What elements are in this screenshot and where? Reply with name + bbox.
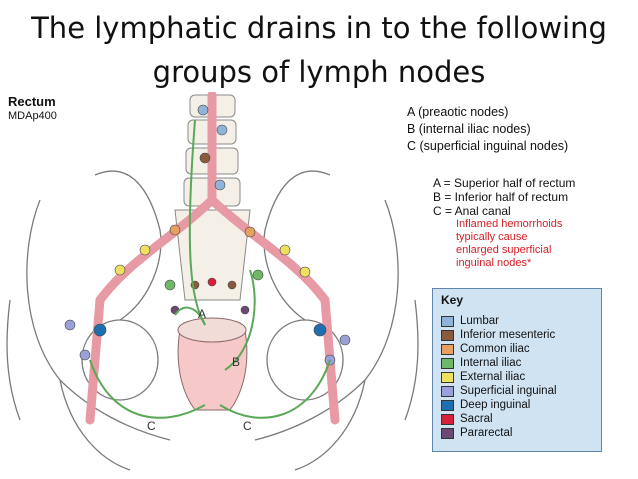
- key-label: Superficial inguinal: [460, 385, 557, 397]
- key-swatch: [441, 371, 454, 383]
- key-label: Lumbar: [460, 315, 499, 327]
- key-title: Key: [441, 293, 464, 307]
- hemorrhoid-note: Inflamed hemorrhoids typically cause enl…: [456, 218, 562, 270]
- figure-title: Rectum: [8, 94, 56, 109]
- color-key: Key Lumbar Inferior mesenteric Common il…: [432, 288, 602, 452]
- key-label: Pararectal: [460, 427, 513, 439]
- key-swatch: [441, 315, 454, 327]
- rectum-shape: [177, 317, 248, 411]
- key-item-inferior-mesenteric: Inferior mesenteric: [441, 329, 555, 341]
- note-line-2: typically cause: [456, 231, 528, 243]
- arrow-label-c-left: C: [147, 419, 156, 433]
- key-swatch: [441, 357, 454, 369]
- key-swatch: [441, 413, 454, 425]
- slide-title-line-2: groups of lymph nodes: [152, 55, 486, 89]
- key-item-internal-iliac: Internal iliac: [441, 357, 521, 369]
- key-label: Internal iliac: [460, 357, 522, 369]
- key-label: Sacral: [460, 413, 493, 425]
- region-c: C = Anal canal: [433, 204, 511, 218]
- node-group-b: B (internal iliac nodes): [407, 122, 531, 136]
- slide-title: The lymphatic drains in to the following…: [0, 6, 638, 94]
- arrow-label-c-right: C: [243, 419, 252, 433]
- key-item-external-iliac: External iliac: [441, 371, 525, 383]
- key-swatch: [441, 427, 454, 439]
- node-group-list: A (preaotic nodes) B (internal iliac nod…: [407, 104, 568, 155]
- key-item-deep-inguinal: Deep inguinal: [441, 399, 530, 411]
- key-label: Deep inguinal: [460, 399, 531, 411]
- arrow-labels: A B C C: [147, 307, 252, 433]
- key-swatch: [441, 329, 454, 341]
- key-item-lumbar: Lumbar: [441, 315, 499, 327]
- note-line-3: enlarged superficial: [456, 244, 552, 256]
- pelvis-outline: [6, 170, 419, 471]
- arrow-label-a: A: [198, 307, 206, 321]
- key-label: Common iliac: [460, 343, 530, 355]
- region-list: A = Superior half of rectum B = Inferior…: [433, 176, 575, 218]
- key-item-superficial-inguinal: Superficial inguinal: [441, 385, 557, 397]
- note-line-1: Inflamed hemorrhoids: [456, 218, 563, 230]
- lymph-nodes: [64, 104, 351, 366]
- node-group-a: A (preaotic nodes): [407, 105, 509, 119]
- rectum-lymphatic-diagram: A B C C: [6, 92, 419, 471]
- region-a: A = Superior half of rectum: [433, 176, 576, 190]
- key-label: Inferior mesenteric: [460, 329, 556, 341]
- key-label: External iliac: [460, 371, 526, 383]
- key-item-sacral: Sacral: [441, 413, 493, 425]
- key-item-common-iliac: Common iliac: [441, 343, 530, 355]
- key-swatch: [441, 399, 454, 411]
- region-b: B = Inferior half of rectum: [433, 190, 569, 204]
- key-swatch: [441, 385, 454, 397]
- key-swatch: [441, 343, 454, 355]
- slide-title-line-1: The lymphatic drains in to the following: [31, 11, 607, 45]
- arrow-label-b: B: [232, 355, 240, 369]
- figure-code: MDAp400: [8, 110, 57, 122]
- key-item-pararectal: Pararectal: [441, 427, 512, 439]
- drainage-arrows: [89, 119, 331, 419]
- node-group-c: C (superficial inguinal nodes): [407, 139, 569, 153]
- note-line-4: inguinal nodes*: [456, 257, 532, 269]
